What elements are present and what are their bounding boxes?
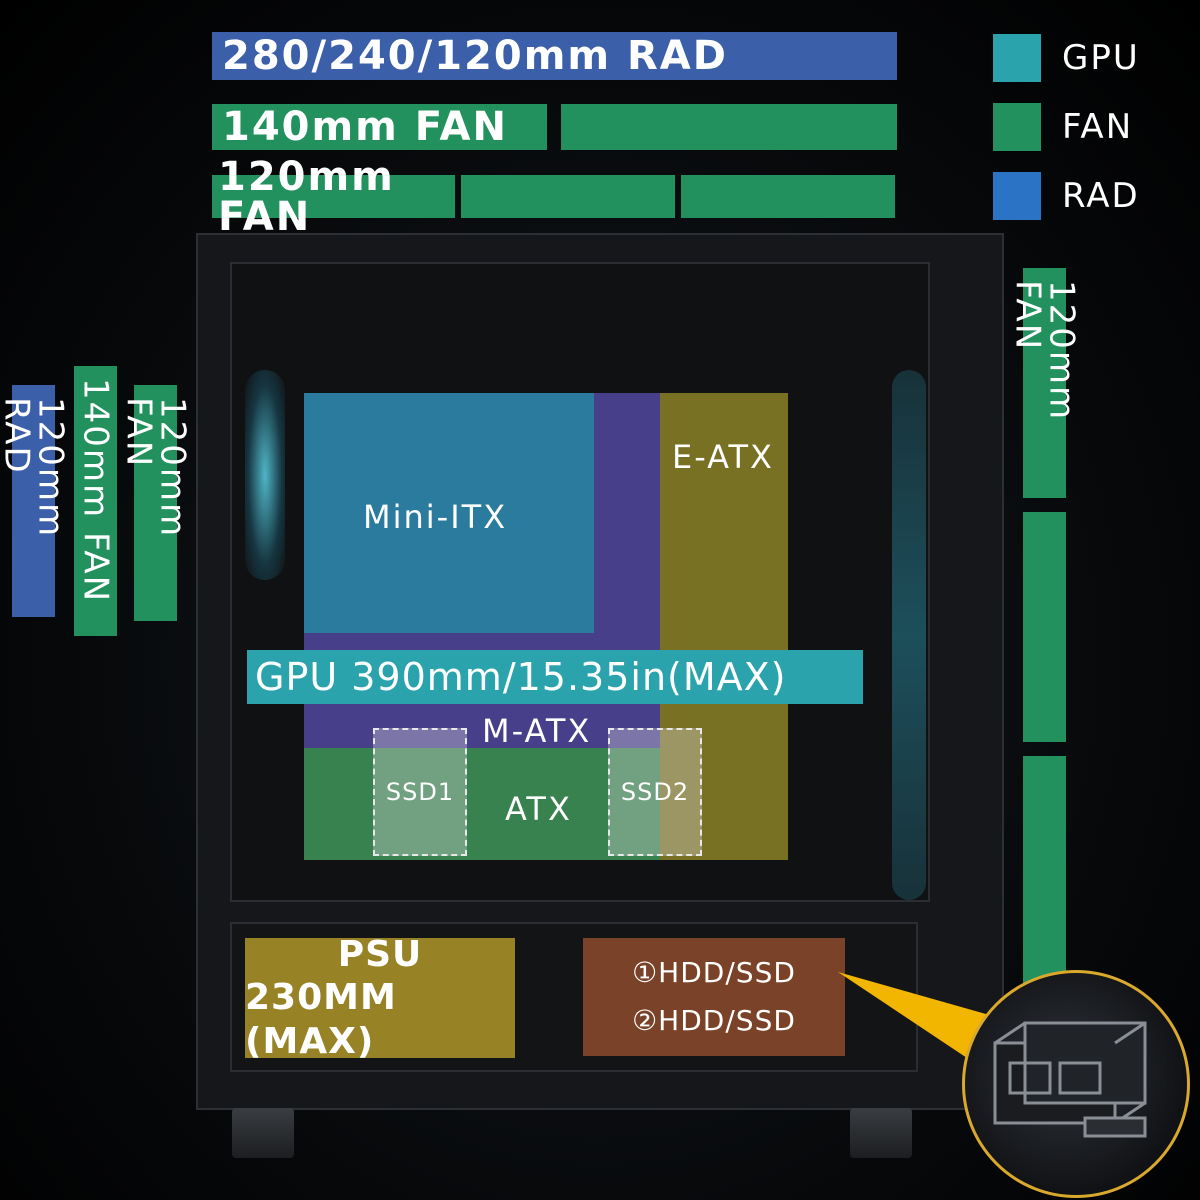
case-foot-right	[850, 1108, 912, 1158]
ssd1-label: SSD1	[385, 778, 455, 806]
mini-itx-label: Mini-ITX	[363, 498, 508, 536]
ssd2-label: SSD2	[620, 778, 690, 806]
ssd2-mount: SSD2	[608, 728, 702, 856]
case-foot-left	[232, 1108, 294, 1158]
mini-itx-zone	[304, 393, 594, 633]
front-fans-glow	[892, 370, 926, 900]
rear-fan-glow	[245, 370, 285, 580]
top-radiator-label: 280/240/120mm RAD	[222, 33, 728, 79]
legend-rad-swatch	[993, 172, 1041, 220]
right-120mm-fan-slot-2	[1023, 512, 1066, 742]
top-120mm-fan-slot-3	[681, 175, 895, 218]
atx-label: ATX	[505, 790, 572, 828]
drive-bay-1-label: ①HDD/SSD	[632, 956, 796, 990]
left-radiator-label: 120mm RAD	[0, 397, 71, 539]
right-120mm-fan-label: 120mm FAN	[1007, 280, 1082, 422]
left-140mm-fan-label: 140mm FAN	[75, 378, 116, 604]
left-radiator-bar: 120mm RAD	[0, 385, 71, 617]
top-radiator-bar: 280/240/120mm RAD	[212, 32, 897, 80]
psu-zone: PSU 230MM (MAX)	[245, 934, 515, 1062]
right-120mm-fan-bar: 120mm FAN	[1008, 268, 1082, 498]
e-atx-zone	[660, 393, 788, 860]
left-120mm-fan-bar: 120mm FAN	[119, 385, 193, 621]
legend-gpu-swatch	[993, 34, 1041, 82]
drive-cage-callout	[962, 970, 1190, 1198]
right-120mm-fan-slot-3	[1023, 756, 1066, 986]
drive-bay-zone: ①HDD/SSD ②HDD/SSD	[583, 938, 845, 1056]
legend-gpu-label: GPU	[1062, 38, 1140, 78]
top-120mm-fan-bar: 120mm FAN	[212, 157, 455, 237]
left-120mm-fan-label: 120mm FAN	[118, 397, 193, 539]
ssd1-mount: SSD1	[373, 728, 467, 856]
psu-label: PSU	[337, 934, 423, 976]
gpu-clearance-bar: GPU 390mm/15.35in(MAX)	[247, 650, 863, 704]
top-120mm-fan-slot-2	[461, 175, 675, 218]
drive-cage-icon	[993, 1021, 1147, 1138]
top-140mm-fan-slot-2	[561, 104, 897, 150]
top-140mm-fan-bar: 140mm FAN	[212, 104, 547, 150]
m-atx-label: M-ATX	[482, 712, 592, 750]
e-atx-label: E-ATX	[672, 438, 774, 476]
legend-fan-label: FAN	[1062, 107, 1134, 147]
left-140mm-fan-bar: 140mm FAN	[74, 366, 117, 636]
legend-fan-swatch	[993, 103, 1041, 151]
psu-length-label: 230MM (MAX)	[245, 977, 397, 1062]
legend-rad-label: RAD	[1062, 176, 1140, 216]
callout-pointer-shape	[838, 972, 1000, 1060]
drive-bay-2-label: ②HDD/SSD	[632, 1004, 796, 1037]
gpu-clearance-label: GPU 390mm/15.35in(MAX)	[255, 655, 787, 699]
top-140mm-fan-label: 140mm FAN	[222, 104, 508, 150]
top-120mm-fan-label: 120mm FAN	[218, 153, 395, 240]
atx-zone	[304, 748, 660, 860]
